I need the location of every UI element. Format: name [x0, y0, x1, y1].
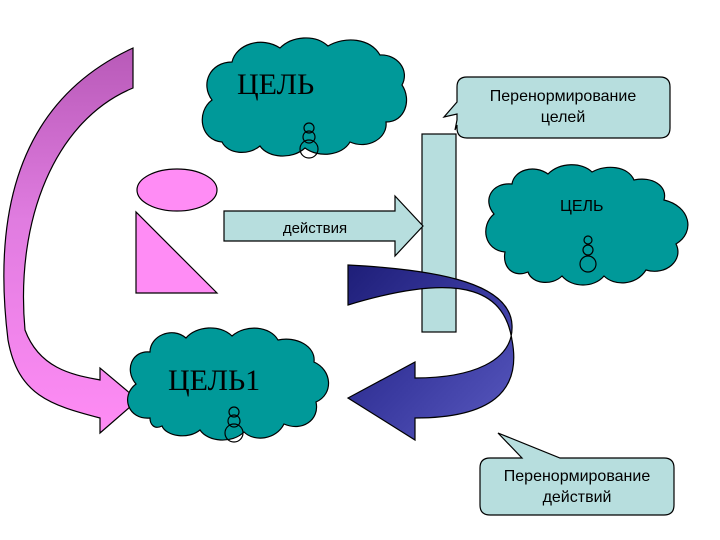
snowman-icon: [299, 122, 319, 159]
snowman-icon: [224, 406, 244, 443]
navy-curved-arrow: [346, 264, 515, 442]
callout-renorm-actions-shape: [479, 432, 675, 516]
cloud-goal-bottom-shape: [127, 327, 330, 441]
cloud-goal-bottom: ЦЕЛЬ1: [127, 327, 330, 443]
callout-renorm-goals-shape: [442, 76, 671, 139]
cloud-goal-top-shape: [201, 37, 407, 157]
pink-triangle: [135, 210, 219, 294]
left-curved-arrow: [3, 47, 139, 435]
actions-arrow: [223, 194, 424, 258]
cloud-goal-top: ЦЕЛЬ: [201, 37, 407, 159]
callout-renorm-goals-line2: целей: [541, 109, 586, 126]
cloud-goal-bottom-label: ЦЕЛЬ1: [168, 364, 260, 397]
callout-renorm-goals: Перенормирование целей: [442, 76, 671, 139]
callout-renorm-actions-line1: Перенормирование: [504, 468, 651, 485]
pink-ellipse: [136, 168, 218, 212]
actions-arrow-label: действия: [283, 220, 347, 237]
callout-renorm-actions-line2: действий: [543, 489, 612, 506]
cloud-goal-right: ЦЕЛЬ: [485, 164, 689, 286]
callout-renorm-actions: Перенормирование действий: [479, 432, 675, 516]
callout-renorm-goals-line1: Перенормирование: [490, 88, 637, 105]
cloud-goal-right-shape: [485, 164, 689, 286]
cloud-goal-right-label: ЦЕЛЬ: [560, 198, 604, 215]
vertical-bar: [421, 133, 457, 333]
cloud-goal-top-label: ЦЕЛЬ: [237, 68, 314, 101]
snowman-icon: [579, 235, 597, 273]
